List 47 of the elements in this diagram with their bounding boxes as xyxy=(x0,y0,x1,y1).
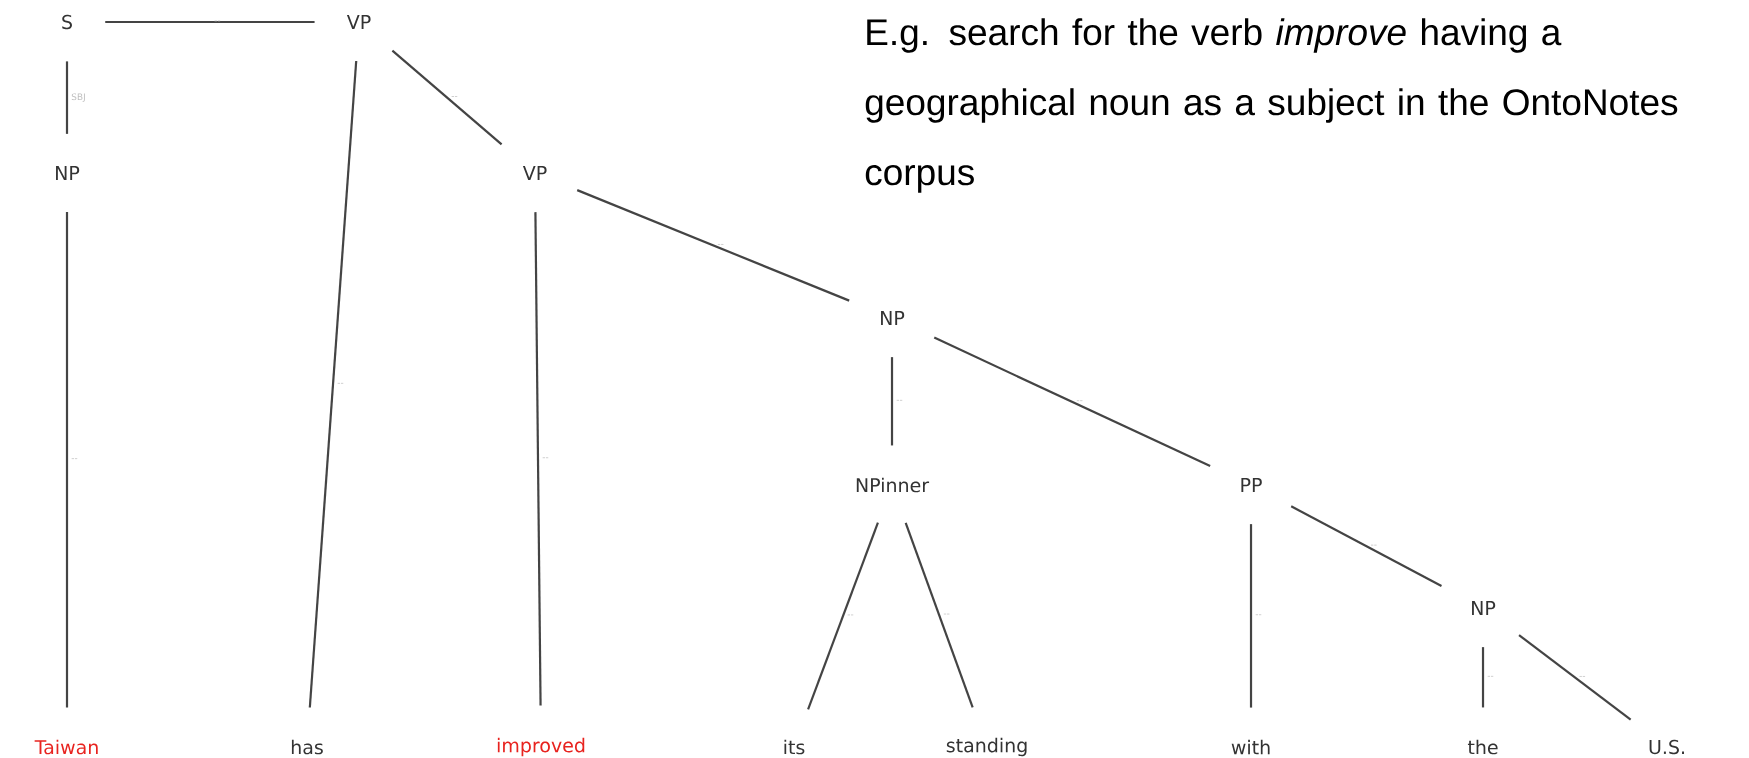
edge-label: -- xyxy=(1579,675,1586,677)
tree-branch xyxy=(534,212,542,706)
edge-label: -- xyxy=(451,96,458,97)
edge-label: -- xyxy=(1370,544,1377,546)
tree-branch xyxy=(65,212,69,708)
word-label: with xyxy=(1231,739,1270,755)
edge-label: -- xyxy=(1076,400,1083,402)
word-label: the xyxy=(1467,739,1498,755)
edge-label: -- xyxy=(847,614,854,616)
tree-branch xyxy=(576,189,850,302)
tree-branch xyxy=(904,522,974,708)
word-label: standing xyxy=(946,737,1027,757)
edge-label: -- xyxy=(337,382,344,384)
word-label: has xyxy=(291,739,323,755)
word-label: improved xyxy=(497,737,585,757)
phrase-label: NP xyxy=(881,311,905,325)
tree-branch xyxy=(105,20,315,24)
edge-label: -- xyxy=(1255,614,1262,616)
edge-label: -- xyxy=(1487,675,1494,677)
phrase-label: NP xyxy=(1472,601,1496,615)
edge-label: -- xyxy=(214,20,221,22)
tree-branch xyxy=(1518,634,1632,721)
note-text: E.g. search for the verb improve having a geographical noun as a subject in the OntoNotes corpus xyxy=(865,18,1678,193)
edge-label: -- xyxy=(71,458,78,460)
tree-branch xyxy=(308,60,358,708)
phrase-label: NP xyxy=(56,166,80,180)
tree-branch xyxy=(807,522,879,710)
tree-branch xyxy=(1290,505,1442,587)
phrase-label: PP xyxy=(1241,478,1262,492)
edge-label: -- xyxy=(542,457,549,459)
tree-branch xyxy=(933,336,1211,467)
tree-branch xyxy=(1481,647,1485,708)
phrase-label: NPinner xyxy=(856,477,930,493)
tree-branch xyxy=(391,49,503,146)
word-label: its xyxy=(784,739,805,755)
phrase-label: VP xyxy=(522,166,547,180)
word-label: Taiwan xyxy=(34,739,98,755)
word-label: U.S. xyxy=(1649,739,1684,755)
edge-label: -- xyxy=(896,399,903,401)
edge-label: -- xyxy=(943,613,950,615)
phrase-label: VP xyxy=(346,15,371,29)
edge-label: SBJ xyxy=(71,93,85,102)
edge-label: -- xyxy=(717,243,724,245)
tree-branch xyxy=(1249,524,1253,708)
tree-branch xyxy=(890,357,894,446)
phrase-label: S xyxy=(62,14,72,30)
tree-branch xyxy=(65,61,69,134)
